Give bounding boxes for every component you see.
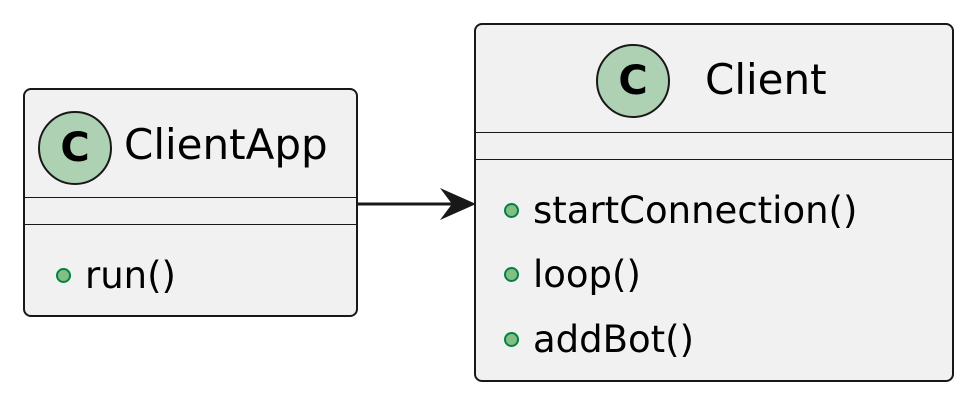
methods-divider <box>25 224 356 225</box>
class-name: ClientApp <box>124 120 328 169</box>
public-visibility-icon <box>504 267 519 282</box>
method-row: run() <box>56 257 176 294</box>
public-visibility-icon <box>56 268 71 283</box>
class-header: C Client <box>476 25 952 133</box>
class-name: Client <box>705 55 827 104</box>
method-row: addBot() <box>504 321 694 358</box>
method-name: startConnection() <box>533 189 858 232</box>
method-row: startConnection() <box>504 192 857 229</box>
class-clientapp[interactable]: C ClientApp run() <box>23 88 358 317</box>
class-client[interactable]: C Client startConnection() loop() addBot… <box>474 23 954 382</box>
method-row: loop() <box>504 256 641 293</box>
class-stereotype-icon: C <box>38 111 112 185</box>
attributes-divider <box>25 197 356 198</box>
methods-divider <box>476 159 952 160</box>
method-name: run() <box>85 254 176 297</box>
method-name: addBot() <box>533 318 695 361</box>
class-stereotype-icon: C <box>596 44 670 118</box>
attributes-divider <box>476 132 952 133</box>
arrow-head <box>440 188 476 220</box>
class-header: C ClientApp <box>25 90 356 198</box>
public-visibility-icon <box>504 332 519 347</box>
public-visibility-icon <box>504 203 519 218</box>
method-name: loop() <box>533 253 641 296</box>
